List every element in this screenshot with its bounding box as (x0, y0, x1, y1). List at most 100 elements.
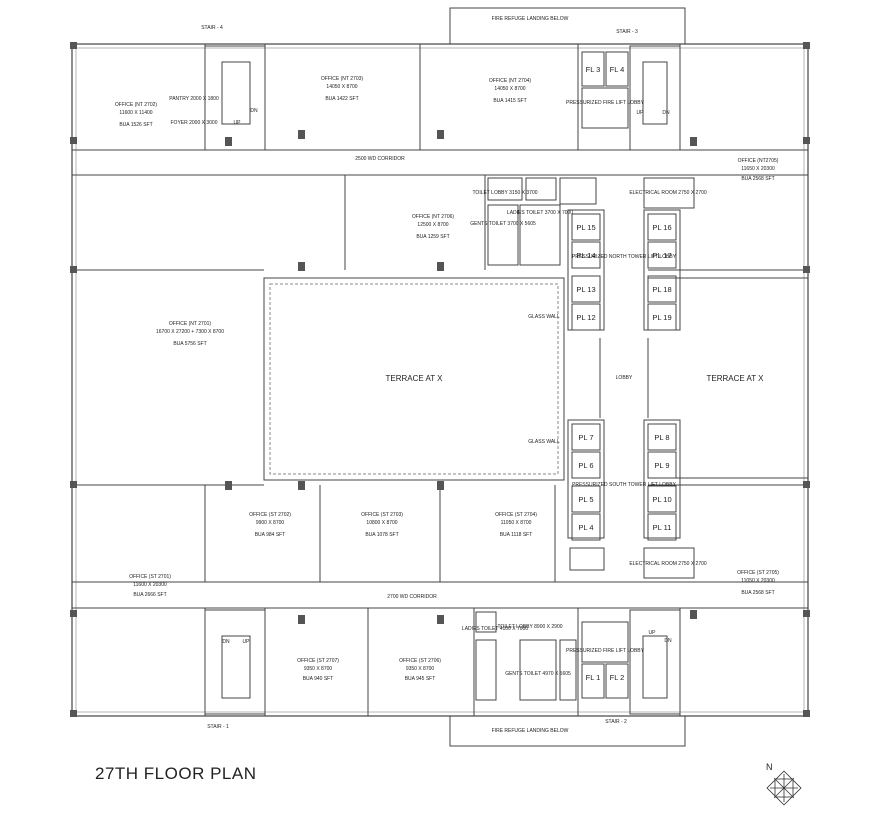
lift-pl13 (571, 275, 601, 303)
stair-2-up: UP (649, 630, 657, 636)
stair-4 (204, 45, 266, 151)
office-nt2702-area: BUA 1526 SFT (119, 122, 152, 128)
north-label: N (766, 762, 773, 772)
lift-pl11-label: PL 11 (653, 523, 672, 532)
stair-2 (629, 609, 681, 715)
plan-title: 27TH FLOOR PLAN (95, 764, 257, 783)
top-refuge-label: FIRE REFUGE LANDING BELOW (492, 16, 569, 22)
lift-pl5 (571, 485, 601, 513)
office-st2701-area: BUA 2666 SFT (133, 592, 166, 598)
lift-fl2-label: FL 2 (610, 673, 625, 682)
ladies-toilet-south: LADIES TOILET 4100 X 7000 (462, 626, 528, 632)
office-nt2706-dim: 12500 X 8700 (417, 222, 448, 228)
pantry-label: PANTRY 2000 X 1800 (169, 96, 219, 102)
north-corridor-label: 2500 WD CORRIDOR (355, 156, 405, 162)
terrace-right-label: TERRACE AT X (706, 374, 764, 383)
office-st2707-name: OFFICE (ST 2707) (297, 658, 339, 664)
office-st2701-name: OFFICE (ST 2701) (129, 574, 171, 580)
office-st2702-area: BUA 984 SFT (255, 532, 286, 538)
office-st2702-dim: 9900 X 8700 (256, 520, 285, 526)
office-st2706-dim: 9350 X 8700 (406, 666, 435, 672)
lift-pl14 (571, 241, 601, 269)
lift-pl4-label: PL 4 (578, 523, 593, 532)
south-lift-lobby-label: PRESSURIZED SOUTH TOWER LIFT LOBBY (572, 482, 677, 488)
stair-3-up: UP (637, 110, 645, 116)
office-nt2706-name: OFFICE (NT 2706) (412, 214, 454, 220)
office-nt2706-area: BUA 1259 SFT (416, 234, 449, 240)
lift-pl8-label: PL 8 (654, 433, 669, 442)
lift-pl15-label: PL 15 (576, 223, 595, 232)
lift-fl3 (581, 51, 605, 87)
lift-pl14-label: PL 14 (576, 251, 595, 260)
gents-toilet-north: GENTS TOILET 3700 X 5605 (470, 221, 536, 227)
terrace-left (263, 277, 565, 481)
lift-pl5-label: PL 5 (578, 495, 593, 504)
building-outline (71, 43, 809, 717)
lift-pl17 (647, 241, 677, 269)
lift-fl3-label: FL 3 (586, 65, 601, 74)
lift-pl6 (571, 451, 601, 479)
office-st2707-dim: 9350 X 8700 (304, 666, 333, 672)
lift-pl16-label: PL 16 (652, 223, 671, 232)
office-st2701-dim: 11600 X 20300 (133, 582, 167, 588)
lift-fl1 (581, 663, 605, 699)
office-st2704-area: BUA 1118 SFT (500, 532, 533, 538)
terrace-left-label: TERRACE AT X (385, 374, 443, 383)
lift-pl13-label: PL 13 (576, 285, 595, 294)
fire-lobby-top-label: PRESSURIZED FIRE LIFT LOBBY (566, 100, 645, 106)
lift-pl15 (571, 213, 601, 241)
lift-pl7 (571, 423, 601, 451)
lift-pl18 (647, 275, 677, 303)
electrical-north-label: ELECTRICAL ROOM 2750 X 2700 (629, 190, 707, 196)
lift-pl12-label: PL 12 (576, 313, 595, 322)
lift-pl12 (571, 303, 601, 331)
office-nt2705-dim: 11650 X 20300 (741, 166, 775, 172)
office-nt2701-dim: 16700 X 27200 + 7300 X 8700 (156, 329, 224, 335)
stair-2-label: STAIR - 2 (605, 719, 627, 725)
lift-pl6-label: PL 6 (578, 461, 593, 470)
gents-toilet-south: GENTS TOILET 4970 X 5605 (505, 671, 571, 677)
office-st2705-area: BUA 2568 SFT (741, 590, 774, 596)
foyer-label: FOYER 2000 X 3000 (171, 120, 218, 126)
toilet-lobby-south: TOILET LOBBY 8900 X 2900 (497, 624, 562, 630)
lift-pl16 (647, 213, 677, 241)
lift-pl19 (647, 303, 677, 331)
stair-1-up: UP (243, 639, 251, 645)
office-nt2703-name: OFFICE (NT 2703) (321, 76, 363, 82)
office-nt2704-area: BUA 1415 SFT (493, 98, 526, 104)
lobby-label: LOBBY (616, 375, 633, 381)
office-nt2705-area: BUA 2568 SFT (741, 176, 774, 182)
office-st2703-dim: 10800 X 8700 (366, 520, 397, 526)
glass-wall-label-north: GLASS WALL (528, 314, 560, 320)
south-corridor-label: 2700 WD CORRIDOR (387, 594, 437, 600)
bottom-refuge-label: FIRE REFUGE LANDING BELOW (492, 728, 569, 734)
lift-fl1-label: FL 1 (586, 673, 601, 682)
stair-4-up: UP (234, 120, 242, 126)
lift-pl8 (647, 423, 677, 451)
lift-fl4 (605, 51, 629, 87)
lift-pl11 (647, 513, 677, 541)
office-st2706-name: OFFICE (ST 2706) (399, 658, 441, 664)
stair-4-dn: DN (250, 108, 258, 114)
office-st2704-dim: 11050 X 8700 (501, 520, 532, 526)
office-nt2702-name: OFFICE (NT 2702) (115, 102, 157, 108)
lift-pl10 (647, 485, 677, 513)
top-refuge-area (449, 7, 686, 45)
lift-pl4 (571, 513, 601, 541)
office-st2706-area: BUA 945 SFT (405, 676, 436, 682)
toilet-lobby-north: TOILET LOBBY 3150 X 3700 (472, 190, 537, 196)
office-st2703-name: OFFICE (ST 2703) (361, 512, 403, 518)
office-st2705-name: OFFICE (ST 2705) (737, 570, 779, 576)
glass-wall-label-south: GLASS WALL (528, 439, 560, 445)
office-st2705-dim: 11050 X 20300 (741, 578, 775, 584)
stair-1-label: STAIR - 1 (207, 724, 229, 730)
lift-pl17-label: PL 17 (652, 251, 671, 260)
lift-pl7-label: PL 7 (578, 433, 593, 442)
office-st2703-area: BUA 1078 SFT (365, 532, 398, 538)
stair-3 (629, 45, 681, 151)
lift-pl9-label: PL 9 (654, 461, 669, 470)
ladies-toilet-north: LADIES TOILET 3700 X 7000 (507, 210, 573, 216)
office-nt2701-area: BUA 5756 SFT (173, 341, 206, 347)
stair-4-label: STAIR - 4 (201, 25, 223, 31)
electrical-south-label: ELECTRICAL ROOM 2750 X 2700 (629, 561, 707, 567)
